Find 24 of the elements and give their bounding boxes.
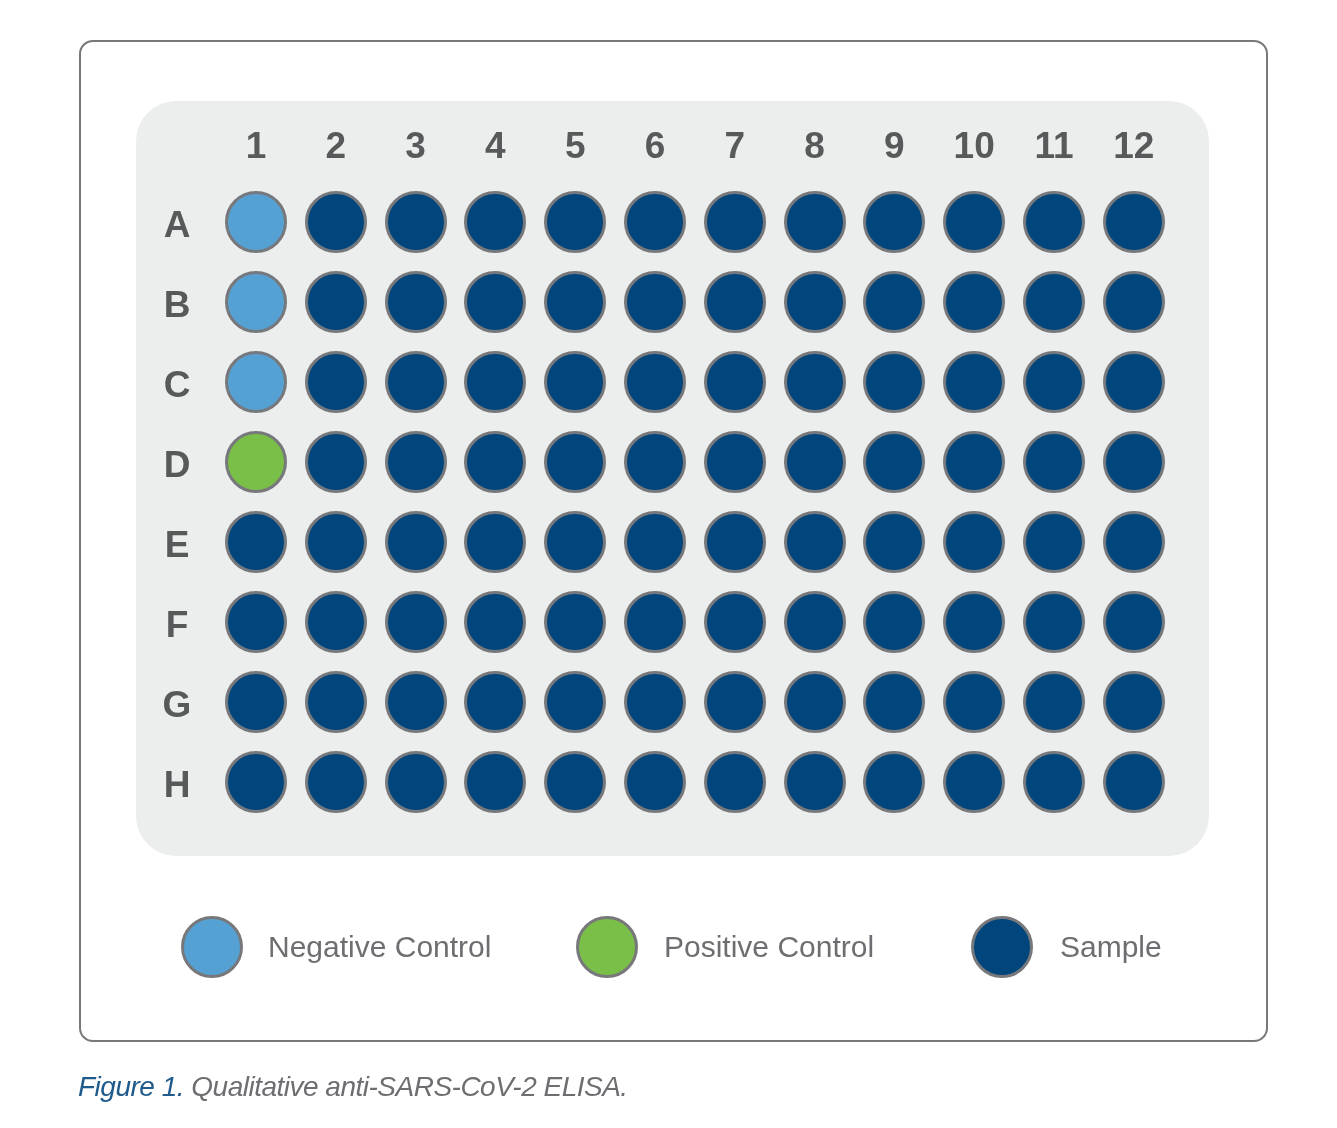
row-letter: C (163, 365, 191, 403)
column-number: 3 (405, 126, 426, 164)
legend-label: Sample (1060, 932, 1162, 962)
column-number: 4 (485, 126, 506, 164)
row-letter: G (162, 685, 192, 723)
row-letter: F (165, 605, 189, 643)
legend-label: Positive Control (664, 932, 875, 962)
column-number: 1 (245, 126, 267, 164)
column-number: 12 (1113, 126, 1155, 164)
column-number: 10 (953, 126, 995, 164)
row-letter: E (164, 525, 190, 563)
column-number: 9 (884, 126, 905, 164)
row-letter: D (163, 445, 191, 483)
column-number: 8 (804, 126, 825, 164)
column-number: 11 (1034, 126, 1074, 164)
column-number: 2 (325, 126, 347, 164)
row-letter: H (163, 765, 191, 803)
column-number: 5 (564, 126, 586, 164)
legend-label: Negative Control (268, 932, 492, 962)
figure-caption: Figure 1. Qualitative anti-SARS-CoV-2 ELISA. (78, 1072, 628, 1103)
row-letter: B (163, 285, 191, 323)
row-letter: A (163, 205, 191, 243)
column-number: 7 (724, 126, 746, 164)
column-number: 6 (644, 126, 666, 164)
